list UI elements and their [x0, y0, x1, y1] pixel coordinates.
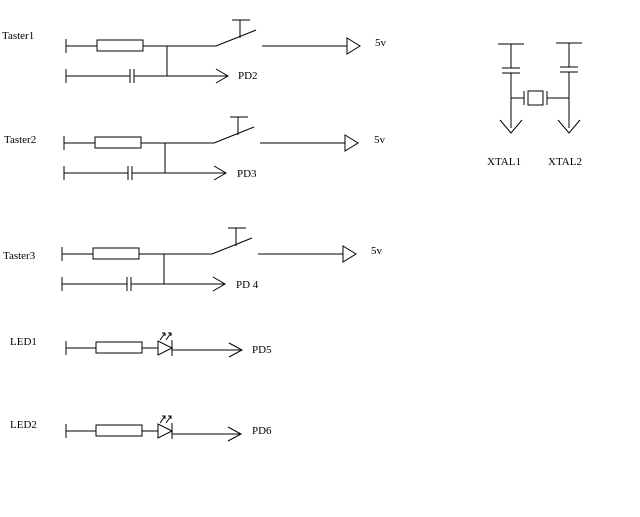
taster1-supply-label: 5v	[375, 37, 386, 49]
led1-light-ray	[160, 333, 165, 340]
taster2-output-arrow	[214, 166, 226, 180]
crystal-body	[528, 91, 543, 105]
led1-circuit	[66, 333, 242, 357]
led1-target-label: PD5	[252, 344, 272, 356]
taster3-label: Taster3	[3, 250, 36, 262]
led2-diode	[158, 424, 172, 438]
taster3-circuit	[62, 228, 356, 291]
taster3-switch	[212, 238, 252, 254]
taster3-output-arrow	[213, 277, 225, 291]
led2-light-ray	[160, 416, 165, 423]
led2-target-label: PD6	[252, 425, 272, 437]
taster1-label: Taster1	[2, 30, 35, 42]
led2-light-ray	[162, 416, 165, 419]
led2-light-ray	[168, 416, 171, 419]
taster1-switch	[216, 30, 256, 46]
taster2-label: Taster2	[4, 134, 37, 146]
led1-resistor	[96, 342, 142, 353]
led2-output-arrow	[228, 427, 241, 441]
taster2-circuit	[64, 117, 358, 180]
taster1-target-label: PD2	[238, 70, 258, 82]
led2-light-ray	[166, 416, 171, 423]
led1-output-arrow	[229, 343, 242, 357]
taster2-supply-arrow	[345, 135, 358, 151]
taster1-output-arrow	[216, 69, 228, 83]
taster3-resistor	[93, 248, 139, 259]
taster3-supply-label: 5v	[371, 245, 382, 257]
taster3-target-label: PD 4	[236, 279, 259, 291]
xtal2-arrow	[558, 120, 580, 133]
taster1-supply-arrow	[347, 38, 360, 54]
taster2-target-label: PD3	[237, 168, 257, 180]
taster2-switch	[214, 127, 254, 143]
taster2-resistor	[95, 137, 141, 148]
taster1-circuit	[66, 20, 360, 83]
xtal2-label: XTAL2	[548, 156, 582, 168]
led1-light-ray	[166, 333, 171, 340]
taster1-resistor	[97, 40, 143, 51]
crystal-circuit	[498, 43, 582, 133]
led2-circuit	[66, 416, 241, 441]
xtal1-label: XTAL1	[487, 156, 521, 168]
xtal1-arrow	[500, 120, 522, 133]
led1-light-ray	[168, 333, 171, 336]
led1-diode	[158, 341, 172, 355]
led2-label: LED2	[10, 419, 37, 431]
led1-light-ray	[162, 333, 165, 336]
taster3-supply-arrow	[343, 246, 356, 262]
led2-resistor	[96, 425, 142, 436]
led1-label: LED1	[10, 336, 37, 348]
taster2-supply-label: 5v	[374, 134, 385, 146]
